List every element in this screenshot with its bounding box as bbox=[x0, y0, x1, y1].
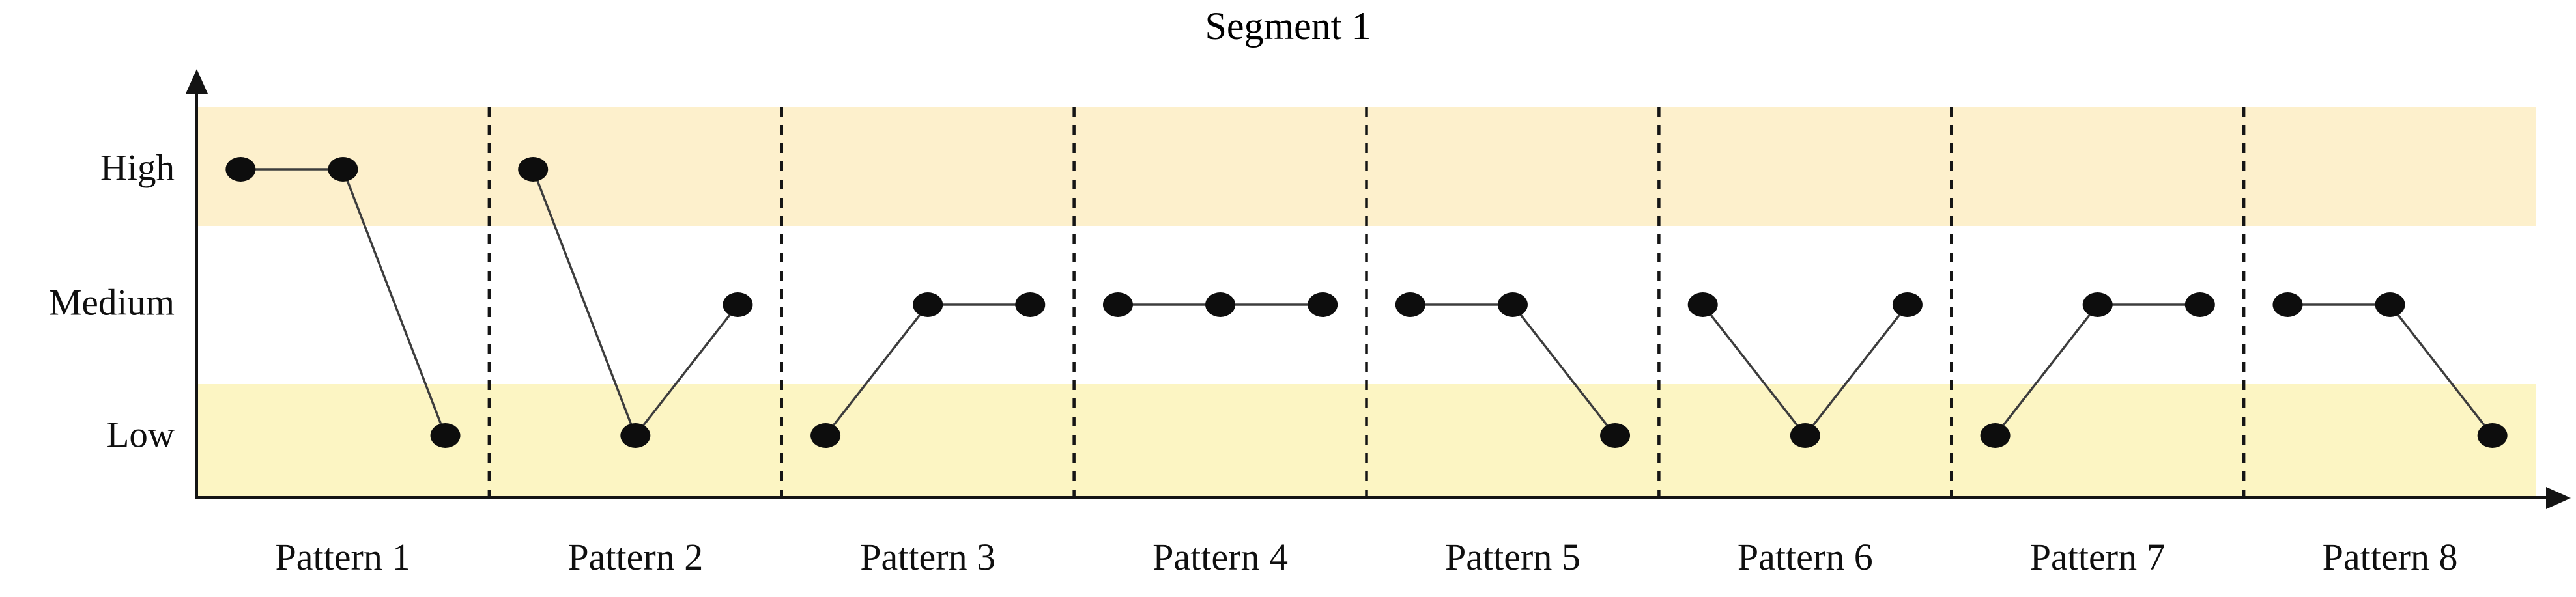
x-tick-label: Pattern 6 bbox=[1737, 536, 1873, 578]
data-point bbox=[1308, 292, 1338, 317]
x-tick-label: Pattern 8 bbox=[2322, 536, 2458, 578]
plot-area bbox=[197, 107, 2536, 498]
data-point bbox=[1892, 292, 1923, 317]
data-point bbox=[913, 292, 943, 317]
chart-canvas bbox=[197, 107, 2536, 498]
x-tick-label: Pattern 2 bbox=[567, 536, 704, 578]
data-point bbox=[2477, 423, 2508, 448]
data-point bbox=[2082, 292, 2113, 317]
data-point bbox=[430, 423, 461, 448]
y-tick-label: Medium bbox=[48, 282, 175, 324]
x-tick-label: Pattern 5 bbox=[1445, 536, 1581, 578]
x-tick-label: Pattern 7 bbox=[2029, 536, 2166, 578]
data-point bbox=[1497, 292, 1528, 317]
data-point bbox=[810, 423, 841, 448]
trend-line bbox=[1410, 303, 1616, 437]
arrow-right-icon bbox=[2546, 486, 2571, 509]
data-point bbox=[1102, 292, 1133, 317]
data-point bbox=[1600, 423, 1631, 448]
data-point bbox=[1980, 423, 2011, 448]
data-point bbox=[2184, 292, 2215, 317]
y-axis-line bbox=[195, 82, 198, 498]
trend-line bbox=[532, 169, 739, 438]
trend-line bbox=[240, 168, 447, 436]
data-point bbox=[1790, 423, 1820, 448]
trend-line bbox=[824, 303, 1031, 437]
arrow-up-icon bbox=[186, 69, 208, 94]
trend-line bbox=[1702, 303, 1909, 437]
data-point bbox=[1395, 292, 1425, 317]
x-axis-line bbox=[195, 496, 2551, 499]
data-point bbox=[1015, 292, 1046, 317]
y-tick-label: Low bbox=[106, 414, 175, 456]
data-point bbox=[723, 292, 753, 317]
pattern-series bbox=[225, 107, 2508, 498]
data-point bbox=[2272, 292, 2303, 317]
data-point bbox=[225, 157, 256, 182]
x-tick-label: Pattern 4 bbox=[1152, 536, 1288, 578]
data-point bbox=[328, 157, 358, 182]
data-point bbox=[2375, 292, 2405, 317]
y-tick-label: High bbox=[100, 147, 175, 189]
chart-title: Segment 1 bbox=[1205, 5, 1371, 48]
trend-line bbox=[1994, 303, 2200, 437]
trend-line bbox=[2287, 303, 2494, 437]
data-point bbox=[1205, 292, 1236, 317]
x-tick-label: Pattern 1 bbox=[275, 536, 411, 578]
data-point bbox=[620, 423, 651, 448]
x-tick-label: Pattern 3 bbox=[860, 536, 996, 578]
data-point bbox=[518, 157, 549, 182]
data-point bbox=[1687, 292, 1718, 317]
